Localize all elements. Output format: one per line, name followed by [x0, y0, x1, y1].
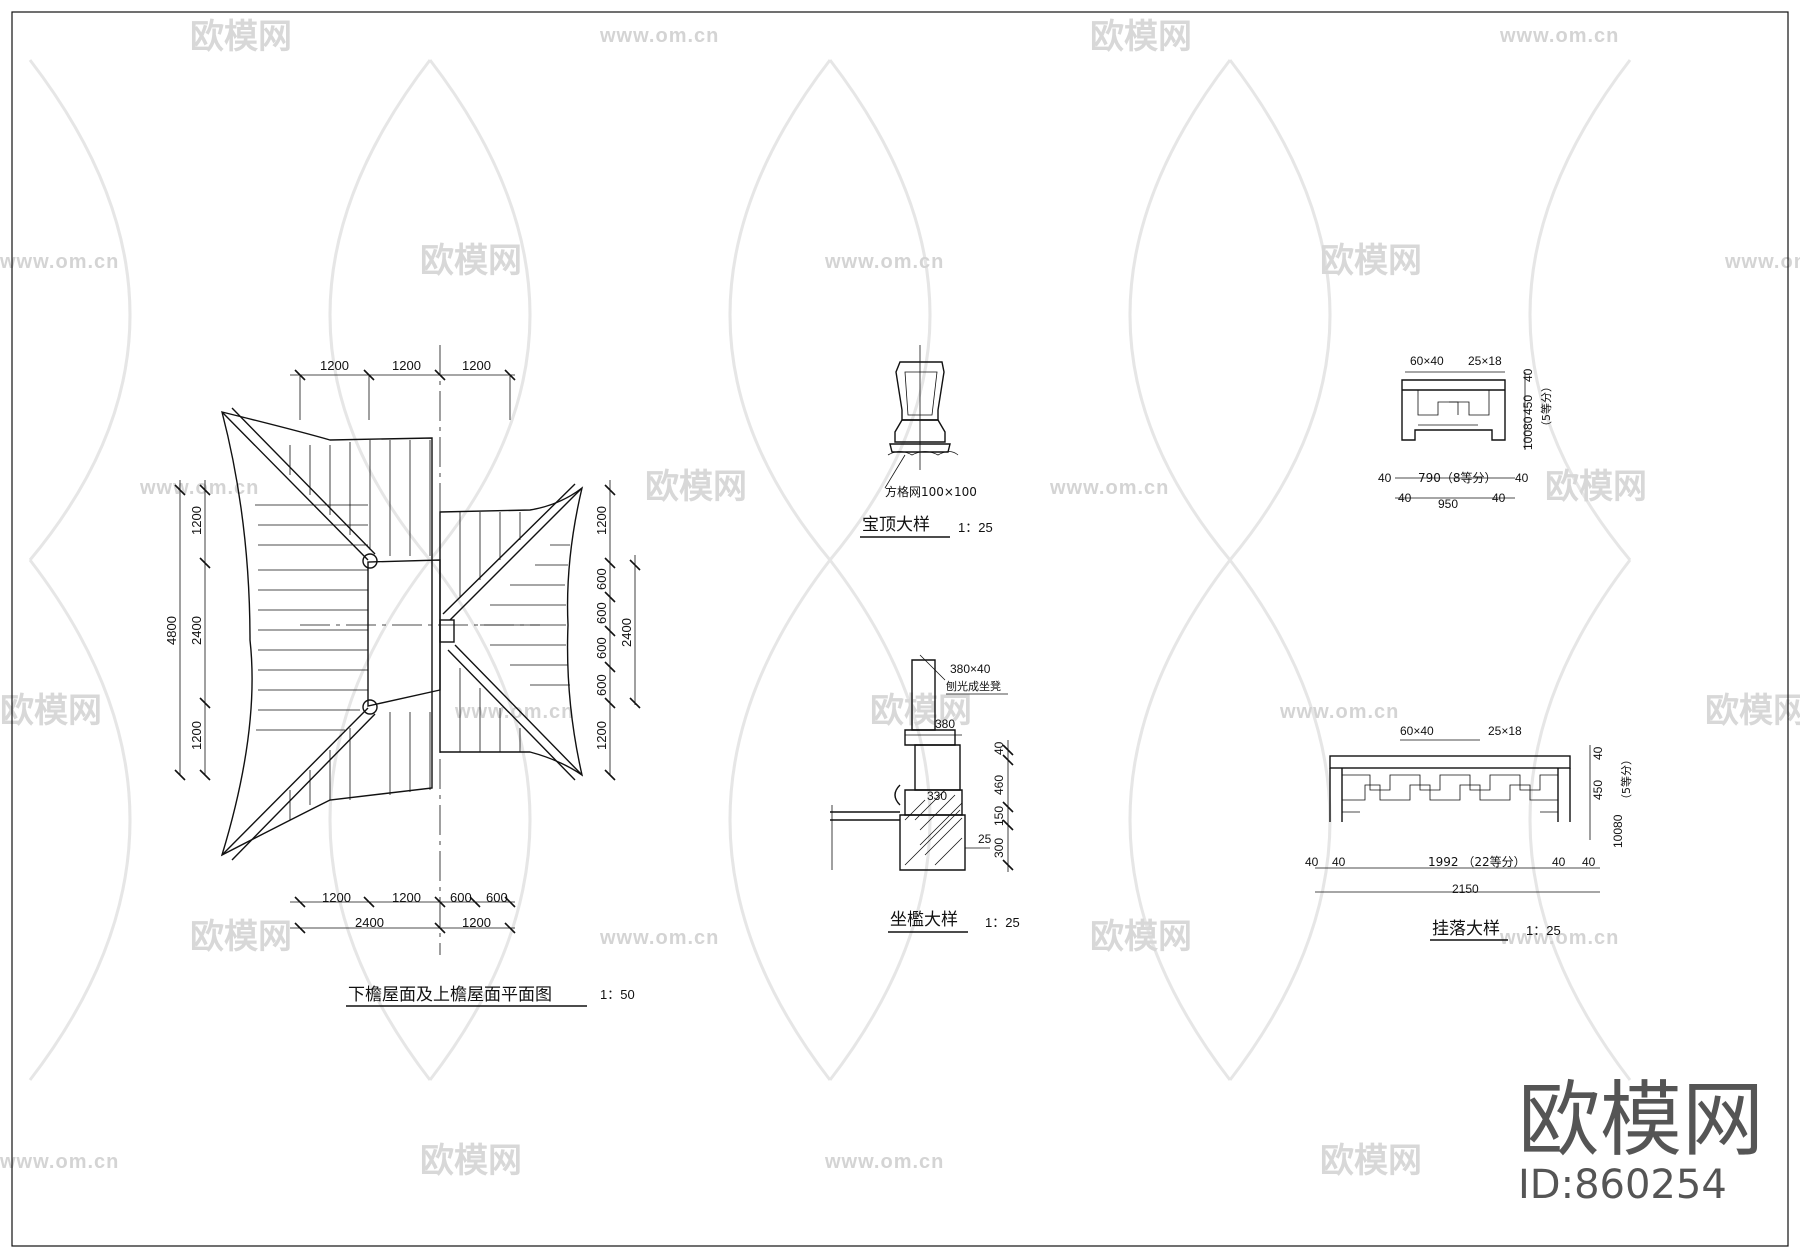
plan-top-dim: 1200 — [462, 358, 491, 373]
plan-right-inner-dim: 600 — [594, 568, 609, 590]
hanger-small-right-dim: 450 — [1521, 395, 1535, 415]
brand-watermark-large: 欧模网 ID:860254 — [1518, 1073, 1764, 1208]
watermark-url: www.om.cn — [0, 251, 119, 273]
hanger-large-title: 挂落大样 — [1432, 919, 1500, 939]
hanger-large-dim-25x18: 25×18 — [1488, 724, 1522, 738]
seat-vert-dim: 300 — [992, 838, 1006, 858]
seat-title: 坐檻大样 — [890, 910, 958, 930]
plan-right-inner-dim: 600 — [594, 602, 609, 624]
watermark-url: www.om.cn — [824, 1151, 944, 1173]
hanger-small-bottom-mid: 790（8等分） — [1418, 471, 1497, 485]
plan-right-outer-dim: 2400 — [619, 618, 634, 647]
seat-scale: 1：25 — [985, 915, 1020, 930]
plan-left-inner-dim: 2400 — [189, 616, 204, 645]
seat-note-size: 380×40 — [950, 662, 991, 676]
roof-plan: 1200 1200 1200 1200 1200 600 600 2400 12… — [164, 345, 641, 1007]
plan-left-inner-dim: 1200 — [189, 506, 204, 535]
plan-left-inner-dim: 1200 — [189, 721, 204, 750]
plan-top-dim: 1200 — [392, 358, 421, 373]
watermark-url: www.om.cn — [1499, 25, 1619, 47]
seat-dim-380: 380 — [935, 717, 955, 731]
hanger-small-dim-60x40: 60×40 — [1410, 354, 1444, 368]
brand-name: 欧模网 — [1518, 1073, 1764, 1168]
plan-bottom-dim: 1200 — [392, 890, 421, 905]
seat-detail: 380×40 刨光成坐凳 380 330 25 40 460 150 300 坐… — [830, 654, 1020, 933]
plan-bottom-dim: 1200 — [322, 890, 351, 905]
hanger-small-right-note: （5等分） — [1539, 381, 1553, 432]
watermark-url: www.om.cn — [599, 25, 719, 47]
watermark-url: www.om.cn — [1499, 927, 1619, 949]
hanger-small-detail: 60×40 25×18 40 450 10080 （5等分） 40 790（8等… — [1378, 354, 1553, 511]
hanger-large-dim-60x40: 60×40 — [1400, 724, 1434, 738]
watermark-brand: 欧模网 — [0, 691, 102, 731]
plan-bottom-dim: 600 — [450, 890, 472, 905]
hanger-large-right-dim: 450 — [1591, 780, 1605, 800]
watermark-brand: 欧模网 — [1705, 691, 1800, 731]
plan-bottom-dim: 2400 — [355, 915, 384, 930]
watermark-brand: 欧模网 — [190, 17, 292, 57]
plan-bottom-dim: 1200 — [462, 915, 491, 930]
hanger-small-right-dim: 10080 — [1521, 416, 1535, 450]
seat-vert-dim: 150 — [992, 806, 1006, 826]
watermark-url: www.om.cn — [824, 251, 944, 273]
watermark-brand: 欧模网 — [420, 241, 522, 281]
watermark-url: www.om.cn — [139, 477, 259, 499]
finial-scale: 1：25 — [958, 520, 993, 535]
plan-top-dim: 1200 — [320, 358, 349, 373]
hanger-large-right-dim: 10080 — [1611, 814, 1625, 848]
watermark-brand: 欧模网 — [420, 1141, 522, 1181]
watermark-brand: 欧模网 — [870, 691, 972, 731]
hanger-large-bottom-right: 40 — [1582, 855, 1596, 869]
finial-title: 宝顶大样 — [862, 515, 930, 535]
hanger-large-right-dim: 40 — [1591, 746, 1605, 760]
hanger-large-bottom-left: 40 — [1305, 855, 1319, 869]
watermark-url: www.om.cn — [599, 927, 719, 949]
watermark-url: www.om.cn — [1279, 701, 1399, 723]
watermark-group: 欧模网 www.om.cn 欧模网 www.om.cn www.om.cn 欧模… — [0, 17, 1800, 1181]
seat-dim-330: 330 — [927, 789, 947, 803]
watermark-brand: 欧模网 — [1090, 17, 1192, 57]
hanger-large-detail: 60×40 25×18 40 450 10080 （5等分） 40 40 199… — [1305, 724, 1633, 941]
hanger-small-bottom-left: 40 — [1378, 471, 1392, 485]
watermark-brand: 欧模网 — [1090, 917, 1192, 957]
plan-right-inner-dim: 600 — [594, 674, 609, 696]
watermark-brand: 欧模网 — [645, 467, 747, 507]
hanger-large-scale: 1：25 — [1526, 923, 1561, 938]
watermark-url: www.om.cn — [1724, 251, 1800, 273]
hanger-large-bottom-right: 40 — [1552, 855, 1566, 869]
seat-dim-25: 25 — [978, 832, 992, 846]
hanger-large-total: 2150 — [1452, 882, 1479, 896]
hanger-small-bottom-right: 40 — [1515, 471, 1529, 485]
hanger-large-bottom-mid: 1992 （22等分） — [1428, 855, 1526, 869]
watermark-brand: 欧模网 — [1545, 467, 1647, 507]
watermark-brand: 欧模网 — [190, 917, 292, 957]
watermark-brand: 欧模网 — [1320, 1141, 1422, 1181]
plan-right-inner-dim: 1200 — [594, 721, 609, 750]
seat-vert-dim: 40 — [992, 741, 1006, 755]
sheet-border — [11, 11, 1789, 1247]
watermark-url: www.om.cn — [454, 701, 574, 723]
plan-right-inner-dim: 1200 — [594, 506, 609, 535]
plan-right-inner-dim: 600 — [594, 637, 609, 659]
plan-left-outer-dim: 4800 — [164, 616, 179, 645]
finial-note: 方格网100×100 — [885, 484, 977, 499]
brand-id: ID:860254 — [1518, 1162, 1727, 1208]
hanger-small-dim-25x18: 25×18 — [1468, 354, 1502, 368]
plan-scale: 1：50 — [600, 987, 635, 1002]
finial-detail: 方格网100×100 宝顶大样 1：25 — [860, 345, 993, 538]
hanger-small-right-dim: 40 — [1521, 368, 1535, 382]
seat-note-material: 刨光成坐凳 — [946, 679, 1001, 693]
hanger-large-right-note: （5等分） — [1619, 754, 1633, 805]
watermark-brand: 欧模网 — [1320, 241, 1422, 281]
hanger-large-bottom-left: 40 — [1332, 855, 1346, 869]
plan-bottom-dim: 600 — [486, 890, 508, 905]
watermark-url: www.om.cn — [1049, 477, 1169, 499]
hanger-small-total: 950 — [1438, 497, 1458, 511]
watermark-url: www.om.cn — [0, 1151, 119, 1173]
plan-title: 下檐屋面及上檐屋面平面图 — [348, 985, 552, 1005]
seat-vert-dim: 460 — [992, 775, 1006, 795]
